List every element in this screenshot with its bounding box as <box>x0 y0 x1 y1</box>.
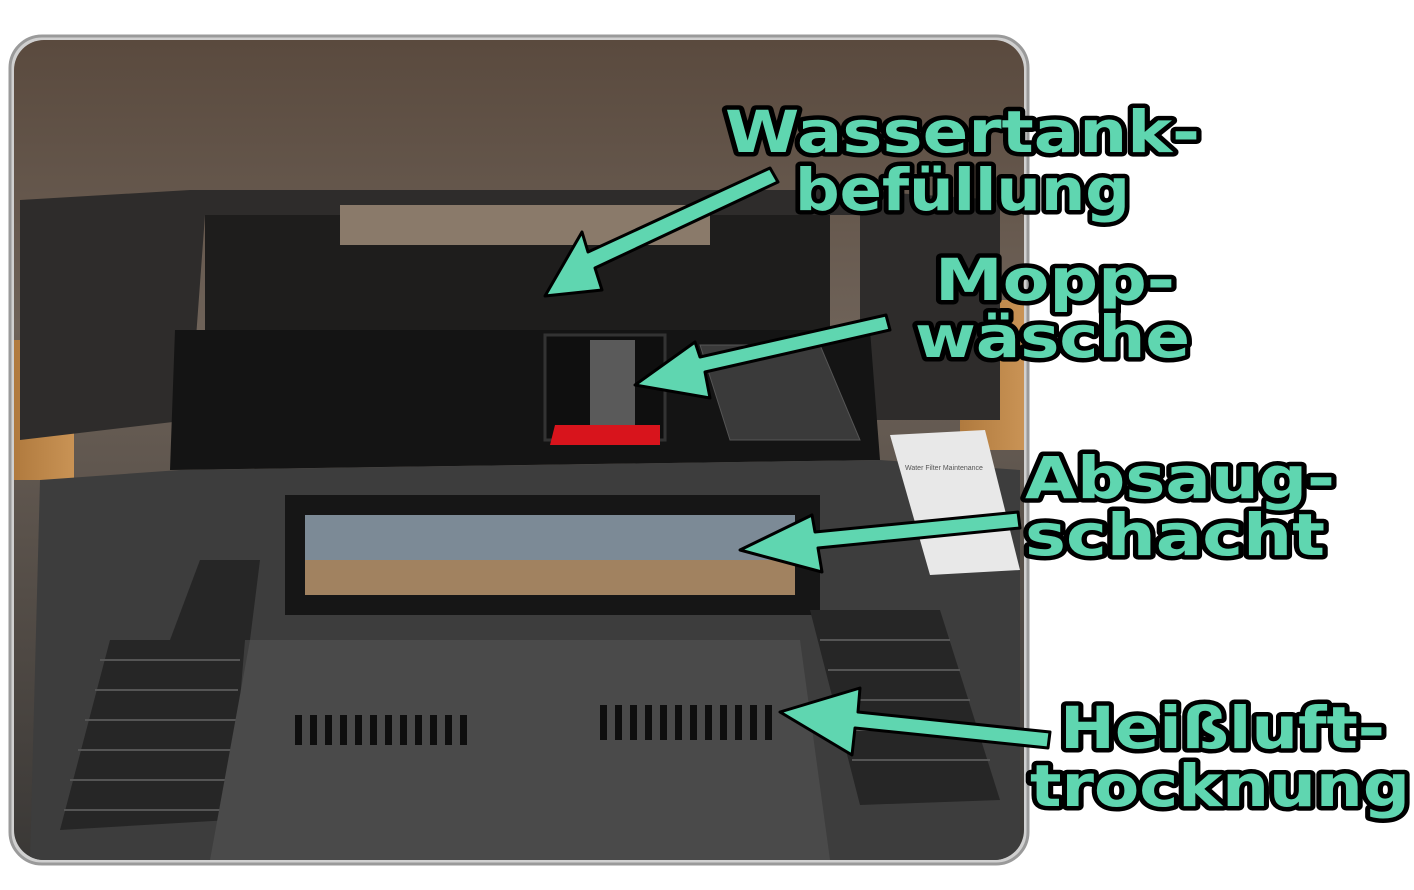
annotation-labels: Wassertank- befüllung Mopp- wäsche Absau… <box>721 94 1414 825</box>
arrow-icon <box>778 686 1052 757</box>
label-hot-air-drying-line2: trocknung <box>1030 752 1410 820</box>
label-hot-air-drying-line1: Heißluft- <box>1060 694 1385 762</box>
label-mop-wash-line2: wäsche <box>915 303 1190 371</box>
sticker-title: Water Filter Maintenance <box>905 465 983 472</box>
label-mop-wash-line1: Mopp- <box>935 246 1175 314</box>
annotation-arrows <box>543 166 1052 757</box>
label-water-tank-line1: Wassertank- <box>725 98 1200 166</box>
label-water-tank-line2: befüllung <box>795 156 1130 224</box>
arrow-icon <box>738 510 1022 574</box>
label-suction-shaft-line2: schacht <box>1025 501 1325 569</box>
arrow-icon <box>543 166 780 298</box>
arrow-icon <box>633 313 892 400</box>
label-suction-shaft-line1: Absaug- <box>1025 444 1335 512</box>
